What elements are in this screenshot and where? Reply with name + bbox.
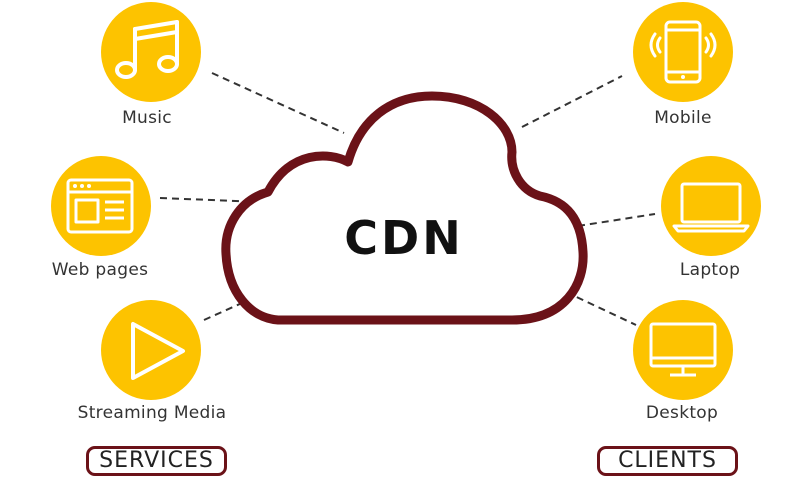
laptop-circle	[661, 156, 761, 256]
desktop-circle	[633, 300, 733, 400]
client-label-laptop: Laptop	[679, 260, 741, 280]
play-icon	[131, 322, 185, 380]
cdn-label: CDN	[344, 211, 464, 265]
cdn-cloud	[221, 91, 588, 325]
music-note-icon	[115, 20, 179, 79]
web-pages-circle	[51, 156, 151, 256]
mobile-phone-icon	[649, 20, 717, 84]
music-circle	[101, 2, 201, 102]
connector-desktop	[565, 291, 637, 326]
desktop-monitor-icon	[649, 322, 717, 377]
connector-streaming-media	[203, 302, 243, 321]
clients-heading: CLIENTS	[597, 446, 738, 476]
web-page-icon	[66, 178, 134, 234]
connector-laptop	[577, 213, 656, 227]
services-heading: SERVICES	[86, 446, 227, 476]
service-label-web-pages: Web pages	[51, 260, 149, 280]
connector-mobile	[521, 75, 623, 128]
client-label-desktop: Desktop	[645, 403, 719, 423]
connector-music	[211, 72, 345, 134]
service-label-streaming-media: Streaming Media	[77, 403, 227, 423]
laptop-icon	[672, 182, 750, 233]
streaming-media-circle	[101, 300, 201, 400]
client-label-mobile: Mobile	[654, 108, 712, 128]
mobile-circle	[633, 2, 733, 102]
service-label-music: Music	[122, 108, 172, 128]
